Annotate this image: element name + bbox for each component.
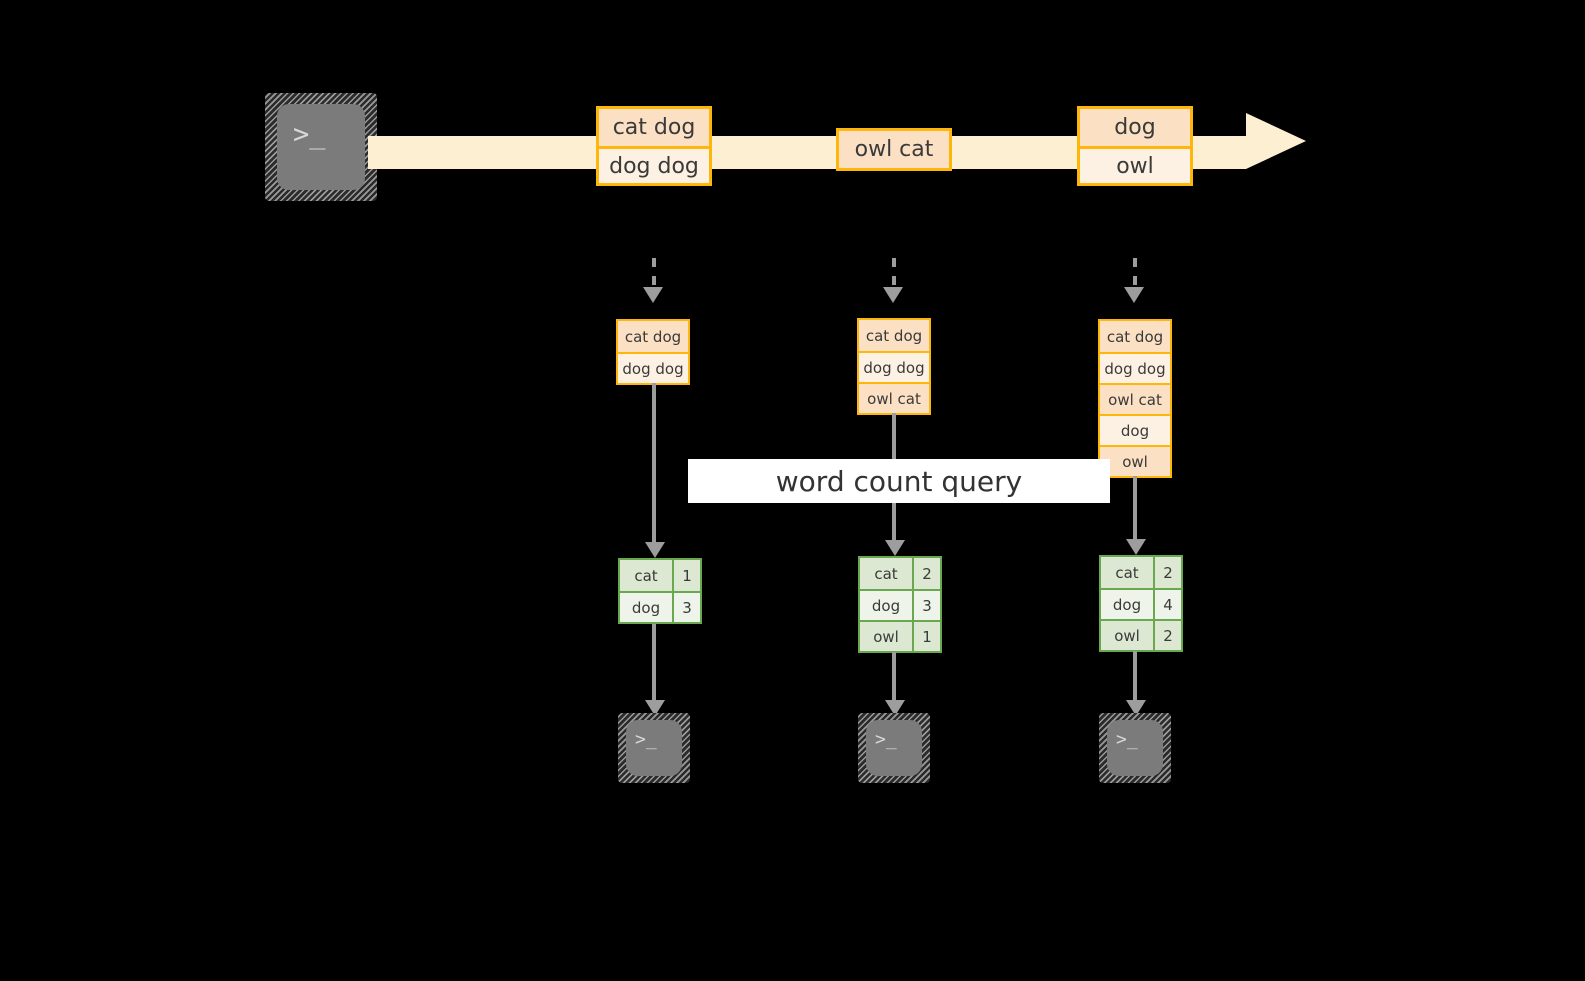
result-row: cat 2: [1101, 557, 1181, 588]
stream-event-line: dog dog: [599, 146, 709, 183]
stream-to-snapshot-arrowhead-1: [643, 287, 663, 303]
snapshot-row: owl cat: [1100, 383, 1170, 414]
result-row: owl 2: [1101, 619, 1181, 650]
stream-event-1: cat dog dog dog: [596, 106, 712, 186]
result-count: 3: [672, 593, 700, 622]
snapshot-to-result-arrowhead-3: [1126, 539, 1146, 555]
result-word: cat: [860, 558, 912, 589]
terminal-face: [626, 720, 682, 776]
query-label-band: word count query: [688, 459, 1110, 503]
result-to-sink-connector-3: [1133, 651, 1137, 704]
result-table-3: cat 2 dog 4 owl 2: [1099, 555, 1183, 652]
result-word: dog: [860, 591, 912, 620]
terminal-prompt-glyph: >_: [875, 729, 897, 750]
snapshot-row: dog: [1100, 414, 1170, 445]
result-count: 4: [1153, 590, 1181, 619]
result-count: 1: [672, 560, 700, 591]
result-to-sink-connector-2: [892, 652, 896, 704]
snapshot-row: cat dog: [618, 321, 688, 352]
snapshot-to-result-connector-1: [652, 383, 656, 545]
snapshot-table-2: cat dog dog dog owl cat: [857, 318, 931, 415]
result-count: 3: [912, 591, 940, 620]
event-stream-arrowhead-icon: [1246, 113, 1306, 169]
stream-event-line: owl cat: [839, 131, 949, 168]
result-count: 2: [1153, 621, 1181, 650]
result-count: 2: [912, 558, 940, 589]
snapshot-row: owl cat: [859, 382, 929, 413]
snapshot-row: dog dog: [859, 351, 929, 382]
terminal-face: [1107, 720, 1163, 776]
stream-to-snapshot-connector-3: [1133, 258, 1137, 288]
stream-to-snapshot-arrowhead-3: [1124, 287, 1144, 303]
result-to-sink-arrowhead-3: [1126, 700, 1146, 716]
terminal-face: [866, 720, 922, 776]
query-label: word count query: [775, 464, 1023, 498]
result-to-sink-arrowhead-2: [885, 700, 905, 716]
snapshot-to-result-arrowhead-1: [645, 542, 665, 558]
stream-to-snapshot-connector-2: [892, 258, 896, 288]
result-word: cat: [620, 560, 672, 591]
sink-terminal-icon-3: >_: [1099, 713, 1171, 783]
stream-event-2: owl cat: [836, 128, 952, 171]
result-row: dog 3: [860, 589, 940, 620]
sink-terminal-icon-2: >_: [858, 713, 930, 783]
sink-terminal-icon-1: >_: [618, 713, 690, 783]
snapshot-table-1: cat dog dog dog: [616, 319, 690, 385]
result-row: dog 4: [1101, 588, 1181, 619]
result-count: 1: [912, 622, 940, 651]
stream-to-snapshot-connector-1: [652, 258, 656, 288]
stream-event-line: dog: [1080, 109, 1190, 146]
stream-event-line: cat dog: [599, 109, 709, 146]
result-table-1: cat 1 dog 3: [618, 558, 702, 624]
snapshot-to-result-arrowhead-2: [885, 540, 905, 556]
snapshot-row: dog dog: [1100, 352, 1170, 383]
terminal-prompt-glyph: >_: [635, 729, 657, 750]
snapshot-row: cat dog: [1100, 321, 1170, 352]
stream-event-3: dog owl: [1077, 106, 1193, 186]
snapshot-row: cat dog: [859, 320, 929, 351]
stream-event-line: owl: [1080, 146, 1190, 183]
result-row: cat 2: [860, 558, 940, 589]
terminal-prompt-glyph: >_: [293, 119, 326, 150]
snapshot-table-3: cat dog dog dog owl cat dog owl: [1098, 319, 1172, 478]
result-to-sink-arrowhead-1: [645, 700, 665, 716]
stream-to-snapshot-arrowhead-2: [883, 287, 903, 303]
snapshot-row: owl: [1100, 445, 1170, 476]
result-word: owl: [860, 622, 912, 651]
result-row: dog 3: [620, 591, 700, 622]
result-count: 2: [1153, 557, 1181, 588]
result-word: owl: [1101, 621, 1153, 650]
terminal-prompt-glyph: >_: [1116, 729, 1138, 750]
terminal-face: [277, 104, 365, 190]
result-word: cat: [1101, 557, 1153, 588]
result-word: dog: [620, 593, 672, 622]
result-table-2: cat 2 dog 3 owl 1: [858, 556, 942, 653]
result-to-sink-connector-1: [652, 624, 656, 704]
snapshot-to-result-connector-3: [1133, 476, 1137, 543]
result-row: cat 1: [620, 560, 700, 591]
result-word: dog: [1101, 590, 1153, 619]
snapshot-row: dog dog: [618, 352, 688, 383]
result-row: owl 1: [860, 620, 940, 651]
source-terminal-icon: >_: [265, 93, 377, 201]
